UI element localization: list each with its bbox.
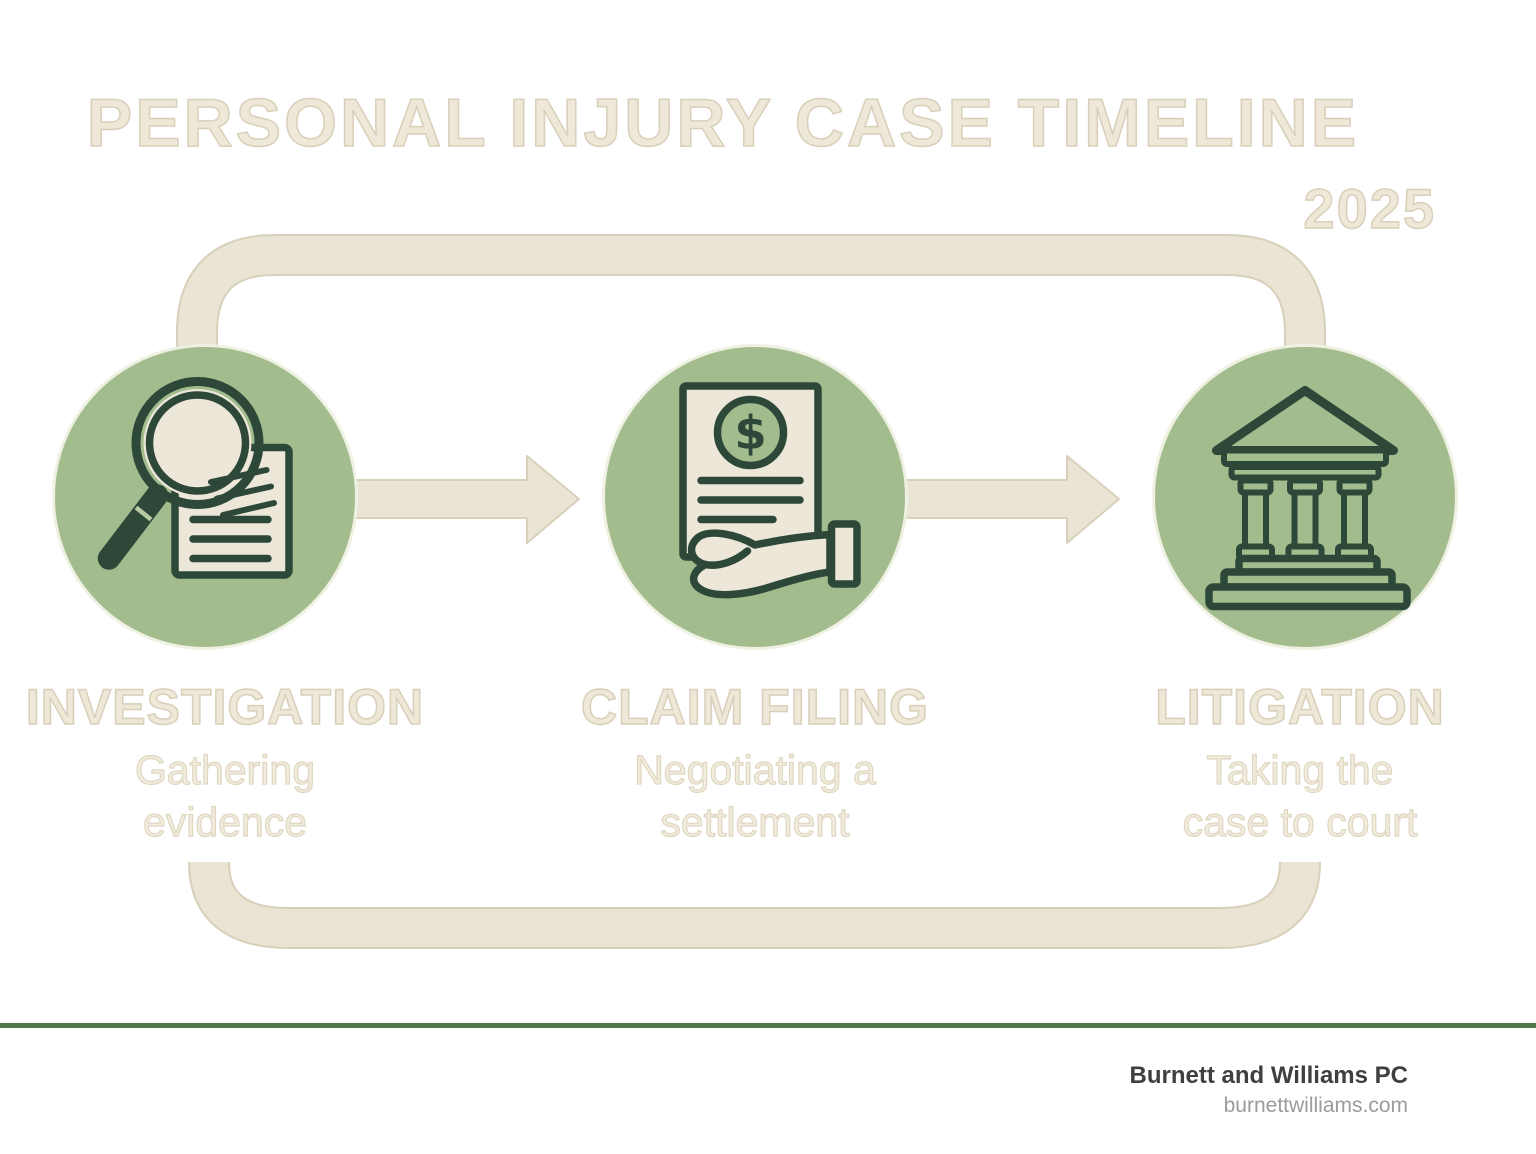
- stage-desc-line: case to court: [1182, 798, 1418, 845]
- stage-desc-litigation: Taking the case to court: [1100, 744, 1500, 848]
- footer-divider: [0, 1023, 1536, 1028]
- stage-desc-line: evidence: [142, 798, 308, 845]
- settlement-document-hand-icon: $: [679, 382, 861, 599]
- company-name: Burnett and Williams PC: [1129, 1062, 1408, 1089]
- stage-circle-litigation: [1155, 347, 1455, 647]
- arrow-right-1: [352, 455, 580, 544]
- page-title: PERSONAL INJURY CASE TIMELINE: [86, 84, 1360, 162]
- stage-desc-line: Negotiating a: [634, 746, 877, 793]
- stage-desc-line: Taking the: [1206, 746, 1394, 793]
- courthouse-icon: [1205, 386, 1411, 611]
- year-label: 2025: [1303, 176, 1436, 241]
- stage-circle-claim-filing: $: [605, 347, 905, 647]
- stage-label-investigation: INVESTIGATION: [25, 678, 425, 736]
- company-website: burnettwilliams.com: [1223, 1094, 1408, 1117]
- stage-circle-investigation: [55, 347, 355, 647]
- stage-desc-line: Gathering: [134, 746, 316, 793]
- magnifying-glass-document-icon: [97, 377, 293, 579]
- dollar-symbol: $: [734, 406, 766, 460]
- arrow-right-2: [904, 455, 1120, 544]
- loop-connector-bottom: [188, 861, 1321, 949]
- stage-label-litigation: LITIGATION: [1154, 678, 1445, 736]
- stage-desc-line: settlement: [660, 798, 850, 845]
- stage-desc-claim-filing: Negotiating a settlement: [555, 744, 955, 848]
- stage-desc-investigation: Gathering evidence: [25, 744, 425, 848]
- footer-block: Burnett and Williams PC burnettwilliams.…: [1130, 1060, 1408, 1120]
- stage-label-claim-filing: CLAIM FILING: [580, 678, 930, 736]
- loop-connector-top: [176, 234, 1326, 356]
